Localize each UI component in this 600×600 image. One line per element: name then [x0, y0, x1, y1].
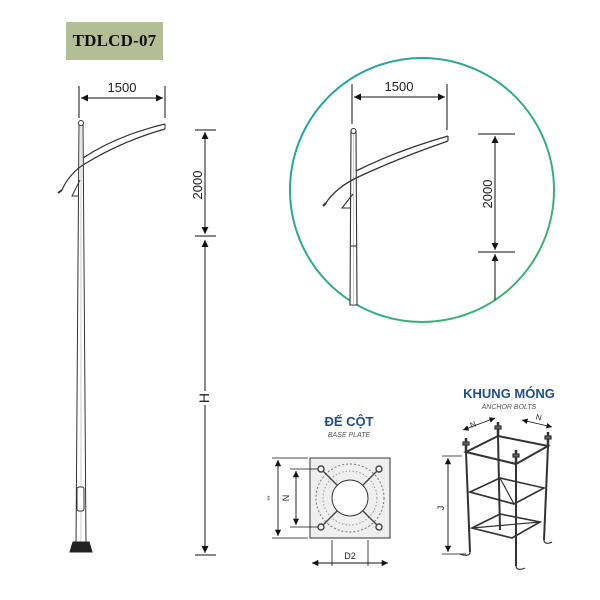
anchor-bolts-section: KHUNG MÓNG ANCHOR BOLTS [436, 386, 555, 570]
anchor-bolts-subtitle: ANCHOR BOLTS [481, 404, 537, 411]
base-plate-subtitle: BASE PLATE [328, 432, 371, 439]
anchor-n1-label: N [469, 419, 478, 430]
detail-arm-height-label: 2000 [480, 180, 495, 209]
base-plate-n-label: N [281, 495, 291, 502]
pole-height-label: H [196, 393, 212, 403]
main-arm-height-label: 2000 [190, 171, 205, 200]
model-code-badge: TDLCD-07 [66, 22, 163, 60]
detail-view: 1500 2000 [289, 57, 555, 323]
base-plate-d2-label: D2 [344, 551, 356, 561]
detail-arm-length-label: 1500 [385, 79, 414, 94]
main-arm-height-dimension: 2000 [188, 129, 216, 237]
base-plate-section: ĐẾ CỘT BASE PLATE ''' [266, 414, 391, 567]
pole-height-dimension: H [193, 240, 216, 556]
main-arm-length-dimension: 1500 [78, 80, 166, 118]
anchor-n2-label: N [535, 413, 543, 423]
anchor-bolts-title: KHUNG MÓNG [463, 386, 555, 401]
anchor-j-label: J [436, 506, 446, 511]
main-arm-length-label: 1500 [108, 80, 137, 95]
base-plate-outer-label: ''' [266, 495, 276, 500]
main-pole [57, 120, 166, 553]
base-plate-title: ĐẾ CỘT [324, 414, 373, 429]
detail-circle [289, 57, 555, 323]
